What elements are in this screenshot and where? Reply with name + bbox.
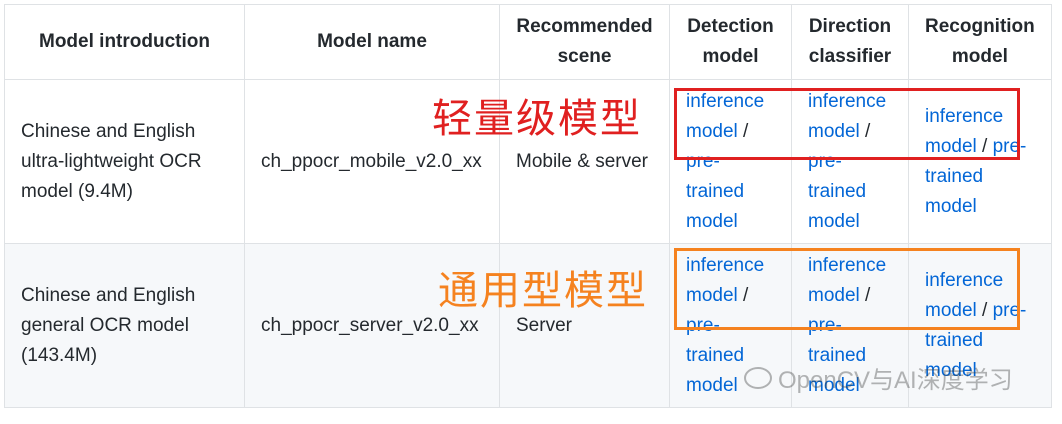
header-recognition-model: Recognition model: [908, 4, 1052, 80]
header-model-introduction: Model introduction: [4, 4, 245, 80]
wechat-icon: [744, 366, 772, 389]
detection-pretrained-model-link[interactable]: pre-trained model: [686, 150, 745, 232]
classifier-inference-model-link[interactable]: inference model: [808, 90, 887, 142]
cell-recommended-scene: Mobile & server: [499, 79, 670, 244]
header-recommended-scene: Recommended scene: [499, 4, 670, 80]
lightweight-highlight-box: [674, 88, 1020, 160]
cell-model-name: ch_ppocr_mobile_v2.0_xx: [244, 79, 500, 244]
cell-model-intro: Chinese and English general OCR model (1…: [4, 243, 245, 408]
general-model-annotation: 通用型模型: [438, 268, 648, 314]
link-separator: /: [859, 284, 871, 306]
link-separator: /: [976, 299, 993, 321]
link-separator: /: [737, 284, 749, 306]
link-separator: /: [737, 120, 749, 142]
header-model-name: Model name: [244, 4, 500, 80]
cell-detection-model: inference model / pre-trained model: [669, 79, 792, 244]
general-highlight-box: [674, 248, 1020, 330]
cell-recognition-model: inference model / pre-trained model: [908, 243, 1052, 408]
recognition-inference-model-link[interactable]: inference model: [925, 105, 1004, 157]
recognition-inference-model-link[interactable]: inference model: [925, 269, 1004, 321]
cell-recognition-model: inference model / pre-trained model: [908, 79, 1052, 244]
cell-model-intro: Chinese and English ultra-lightweight OC…: [4, 79, 245, 244]
lightweight-model-annotation: 轻量级模型: [432, 96, 642, 142]
detection-pretrained-model-link[interactable]: pre-trained model: [686, 314, 745, 396]
table-row: Chinese and English general OCR model (1…: [4, 243, 1052, 408]
recognition-pretrained-model-link[interactable]: pre-trained model: [925, 135, 1027, 217]
link-separator: /: [859, 120, 871, 142]
header-direction-classifier: Direction classifier: [791, 4, 909, 80]
detection-inference-model-link[interactable]: inference model: [686, 90, 765, 142]
watermark: OpenCV与AI深度学习: [744, 360, 1013, 395]
link-separator: /: [976, 135, 993, 157]
cell-direction-classifier: inference model / pre-trained model: [791, 79, 909, 244]
table-header-row: Model introduction Model name Recommende…: [4, 4, 1052, 80]
classifier-pretrained-model-link[interactable]: pre-trained model: [808, 314, 867, 396]
cell-model-name: ch_ppocr_server_v2.0_xx: [244, 243, 500, 408]
watermark-text: OpenCV与AI深度学习: [778, 367, 1013, 394]
table-row: Chinese and English ultra-lightweight OC…: [4, 79, 1052, 244]
classifier-pretrained-model-link[interactable]: pre-trained model: [808, 150, 867, 232]
model-table: Model introduction Model name Recommende…: [4, 4, 1052, 408]
header-detection-model: Detection model: [669, 4, 792, 80]
cell-direction-classifier: inference model / pre-trained model: [791, 243, 909, 408]
detection-inference-model-link[interactable]: inference model: [686, 254, 765, 306]
classifier-inference-model-link[interactable]: inference model: [808, 254, 887, 306]
